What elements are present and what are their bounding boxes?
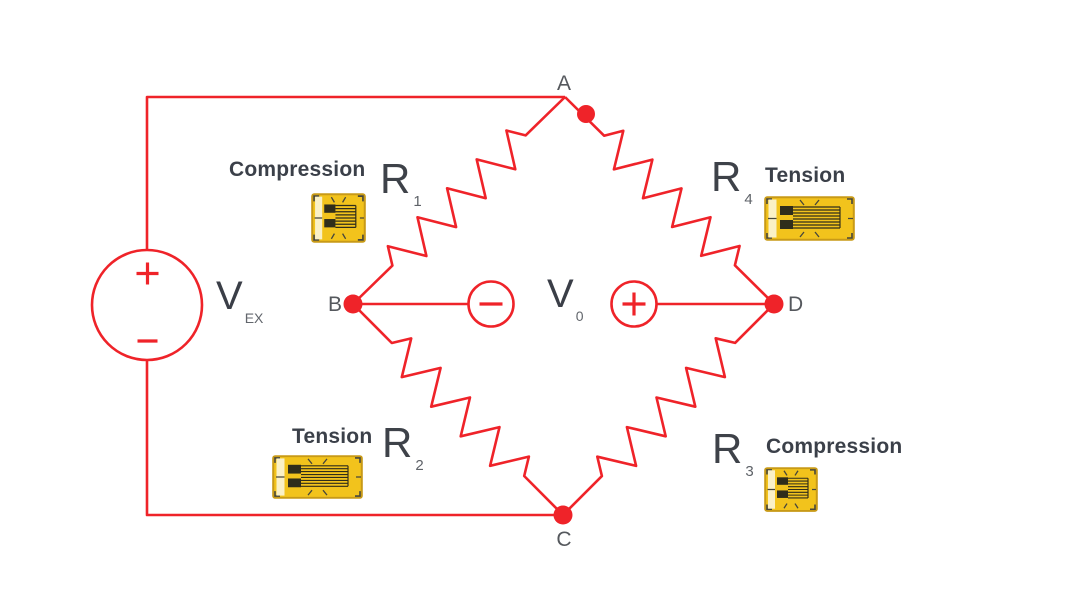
wire-top-loop	[145, 95, 565, 250]
r4-strain-label: Tension	[765, 164, 846, 187]
node-c-dot	[553, 505, 573, 525]
node-d-dot	[764, 294, 784, 314]
output-minus-terminal-circle	[467, 280, 515, 328]
r1-strain-label: Compression	[229, 158, 366, 181]
wire-bottom-loop	[145, 360, 563, 517]
resistor-r2-zigzag	[352, 303, 564, 516]
r2-symbol: R	[382, 419, 413, 466]
node-a-label: A	[556, 72, 571, 95]
excitation-voltage-symbol: V	[216, 274, 243, 318]
r4-symbol: R	[711, 153, 742, 200]
resistor-r4-zigzag	[564, 96, 775, 305]
r3-strain-label: Compression	[766, 435, 903, 458]
r3-symbol: R	[712, 425, 743, 472]
r2-strain-label: Tension	[292, 425, 373, 448]
node-c-label: C	[556, 528, 572, 551]
output-voltage-symbol: V	[547, 272, 574, 316]
output-plus-icon	[622, 292, 646, 316]
node-d-label: D	[788, 293, 804, 316]
r1-subscript: 1	[413, 193, 422, 210]
strain-gauge-r4-icon	[764, 196, 855, 241]
r4-subscript: 4	[744, 191, 753, 208]
r3-subscript: 3	[745, 463, 754, 480]
strain-gauge-r1-icon	[311, 193, 366, 243]
r1-symbol: R	[380, 155, 411, 202]
strain-gauge-r2-icon	[272, 455, 363, 499]
node-b-label: B	[327, 293, 342, 316]
resistor-r1-zigzag	[352, 96, 566, 305]
node-b-dot	[343, 294, 363, 314]
r2-subscript: 2	[415, 457, 424, 474]
excitation-source-circle	[90, 248, 204, 362]
node-a-dot	[577, 105, 595, 123]
plus-icon	[136, 262, 159, 285]
output-voltage-subscript: 0	[575, 308, 584, 324]
excitation-voltage-subscript: EX	[244, 310, 264, 326]
resistor-r3-zigzag	[562, 303, 775, 516]
strain-gauge-r3-icon	[764, 467, 818, 512]
